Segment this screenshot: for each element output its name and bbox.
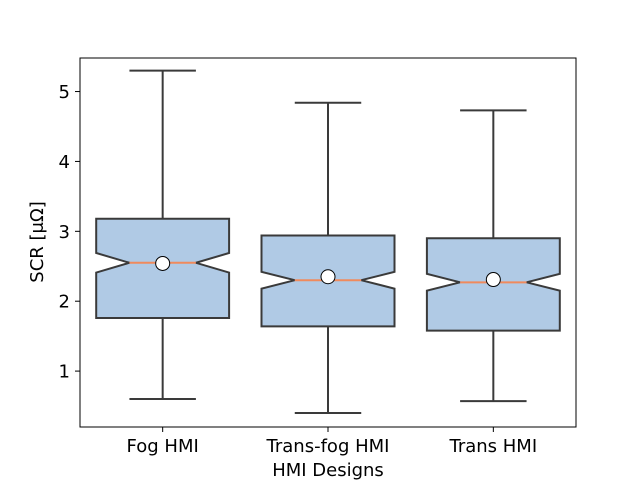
y-tick-label: 5	[59, 82, 70, 103]
box-2	[260, 101, 396, 415]
box-3	[425, 109, 561, 403]
x-tick-label: Trans HMI	[448, 436, 537, 457]
box-group	[95, 69, 561, 415]
y-tick-label: 4	[59, 152, 70, 173]
y-axis-label: SCR [μΩ]	[27, 201, 48, 282]
x-tick-label: Fog HMI	[127, 436, 199, 457]
x-axis: Fog HMI Trans-fog HMI Trans HMI	[127, 427, 537, 457]
y-tick-label: 3	[59, 222, 70, 243]
mean-marker	[155, 255, 171, 271]
mean-marker	[320, 269, 336, 285]
x-axis-label: HMI Designs	[272, 460, 384, 480]
y-tick-label: 2	[59, 292, 70, 313]
mean-marker	[485, 272, 501, 288]
box-1	[95, 69, 231, 401]
y-axis: 1 2 3 4 5	[59, 82, 80, 383]
x-tick-label: Trans-fog HMI	[266, 436, 390, 457]
y-tick-label: 1	[59, 362, 70, 383]
